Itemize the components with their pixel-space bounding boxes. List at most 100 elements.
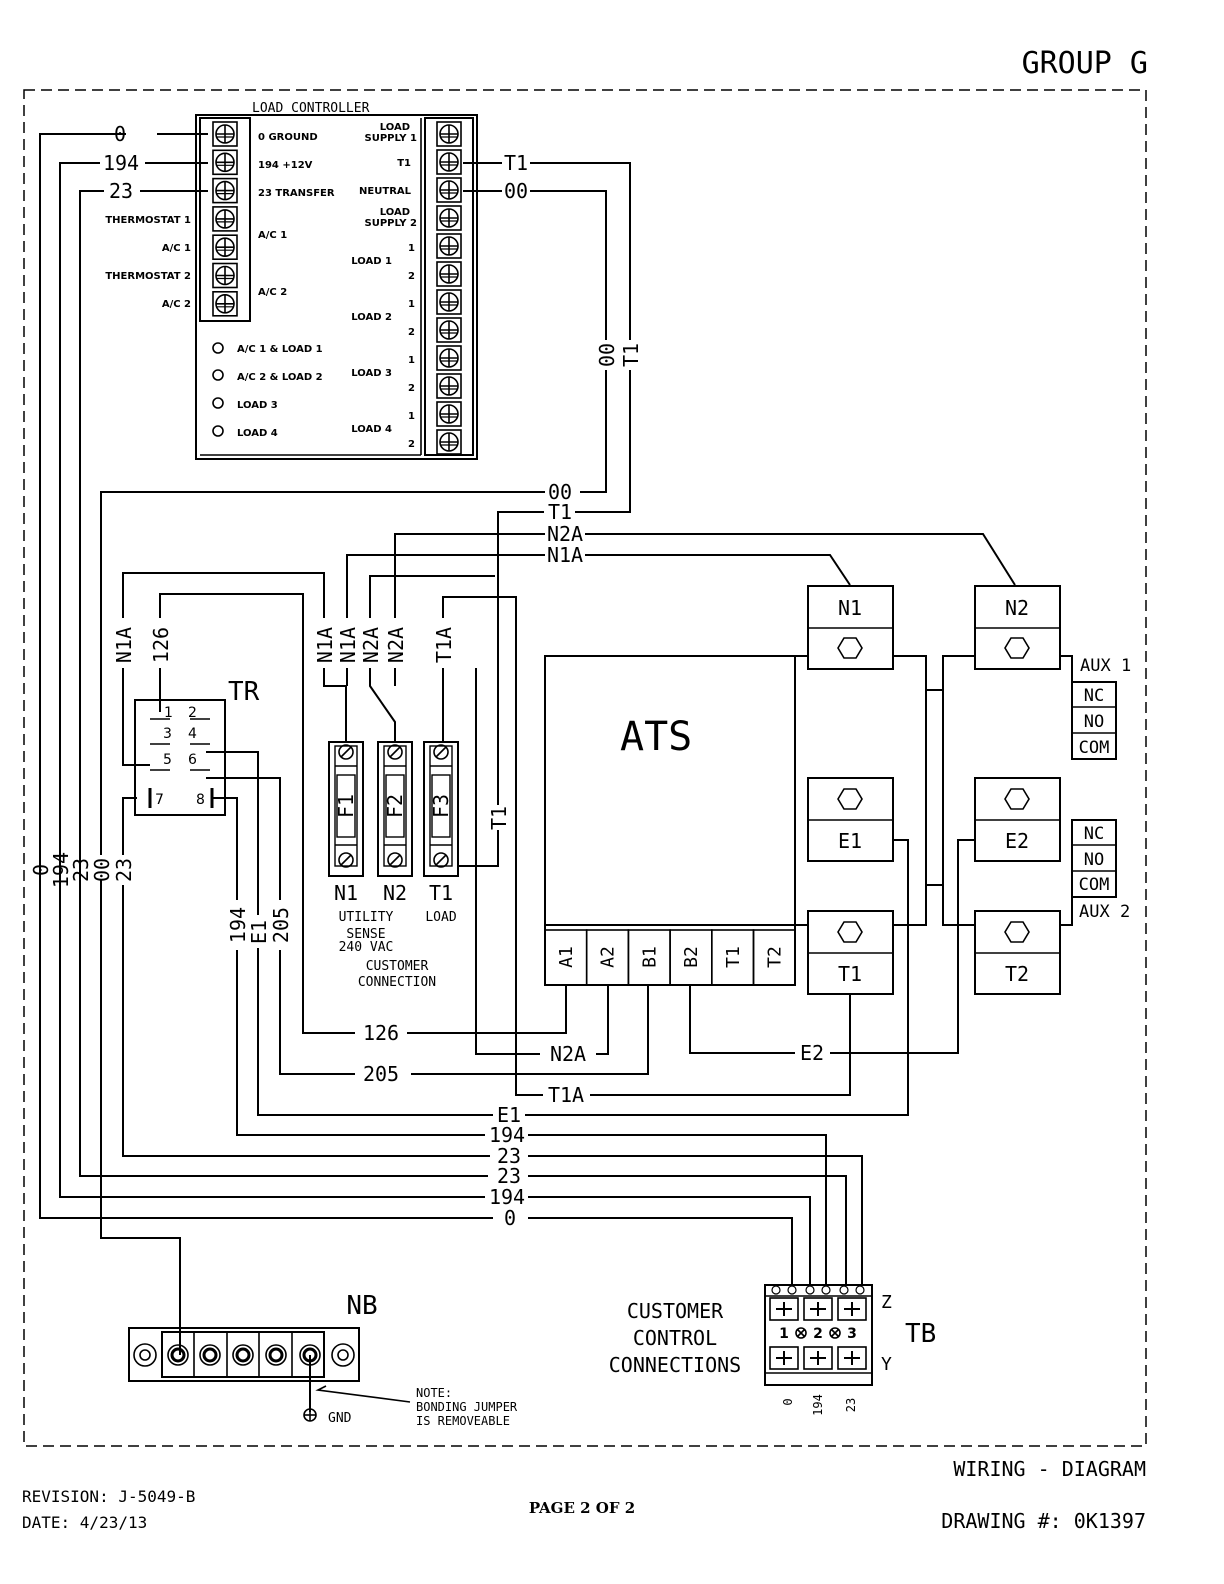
ats-terminal-label: T1 bbox=[723, 946, 744, 968]
page-number: PAGE 2 OF 2 bbox=[529, 1499, 635, 1517]
wire-label-194: 194 bbox=[103, 151, 139, 175]
load-supply2-bottom: SUPPLY 2 bbox=[365, 218, 418, 229]
vwire-0: 0 bbox=[29, 864, 53, 876]
load4-pin2: 2 bbox=[408, 439, 415, 450]
relay-pin-3: 3 bbox=[163, 726, 172, 742]
lc-ac2-label: A/C 2 bbox=[258, 287, 287, 298]
ats-terminal: A2 bbox=[585, 929, 630, 986]
wire-label-n1a: N1A bbox=[547, 543, 583, 567]
vwire-n2a: N2A bbox=[359, 627, 383, 663]
wire-label-t1: T1 bbox=[548, 500, 572, 524]
tb-wire-entry-icon bbox=[787, 1285, 797, 1295]
load-controller: LOAD CONTROLLER 0 GROUND 194 +12V 23 TRA… bbox=[105, 101, 478, 460]
tb-bottom-23: 23 bbox=[844, 1398, 858, 1412]
lc-ground-label: 0 GROUND bbox=[258, 132, 318, 143]
ats-contact-label: T2 bbox=[1005, 962, 1029, 986]
tb-screw-icon bbox=[837, 1346, 867, 1370]
ats-contact-box: T1 bbox=[807, 910, 894, 995]
vwire-23: 23 bbox=[112, 858, 136, 882]
vwire-00: 00 bbox=[90, 858, 114, 882]
lc-12v-label: 194 +12V bbox=[258, 160, 313, 171]
ats-contact-label: N2 bbox=[1005, 596, 1029, 620]
diagram-title: WIRING - DIAGRAM bbox=[953, 1457, 1146, 1481]
gnd-label: GND bbox=[328, 1411, 352, 1426]
screw-terminal-icon bbox=[436, 401, 462, 427]
lc-transfer-label: 23 TRANSFER bbox=[258, 188, 335, 199]
relay-pin-4: 4 bbox=[188, 726, 197, 742]
wire-label-n2a: N2A bbox=[550, 1042, 586, 1066]
led-label-4: LOAD 4 bbox=[237, 428, 278, 439]
screw-terminal-icon bbox=[212, 206, 238, 232]
revision-label: REVISION: J-5049-B bbox=[22, 1487, 195, 1506]
wire-label-e2: E2 bbox=[800, 1041, 824, 1065]
ats-terminal-label: A2 bbox=[598, 946, 619, 968]
wire-label-23: 23 bbox=[497, 1164, 521, 1188]
screw-terminal-icon bbox=[212, 262, 238, 289]
tb-screw-icon bbox=[769, 1297, 799, 1321]
vwire-23: 23 bbox=[69, 858, 93, 882]
hex-nut-icon bbox=[1004, 788, 1030, 810]
fuse-screw-icon bbox=[433, 852, 449, 868]
vwire-n1a: N1A bbox=[313, 627, 337, 663]
wire-label-00: 00 bbox=[548, 480, 572, 504]
wiring bbox=[39, 133, 1073, 1412]
aux2-nc: NC bbox=[1084, 824, 1104, 844]
vwire-t1: T1 bbox=[619, 343, 643, 367]
wire-labels: 0 194 23 T1 00 00 T1 N2A N1A 126 N2A 205… bbox=[103, 122, 824, 1230]
ats-terminal-label: A1 bbox=[556, 946, 577, 968]
vwire-194: 194 bbox=[49, 852, 73, 888]
tb-caption-1: CUSTOMER bbox=[627, 1299, 724, 1323]
tb-wire-entry-icon bbox=[771, 1285, 781, 1295]
vwire-n1a: N1A bbox=[112, 627, 136, 663]
screw-terminal-icon bbox=[436, 289, 462, 315]
load2-pin1: 1 bbox=[408, 299, 415, 310]
screw-terminal-icon bbox=[436, 177, 462, 203]
thermostat1-label: THERMOSTAT 1 bbox=[105, 215, 191, 226]
screw-terminal-icon bbox=[436, 373, 462, 399]
relay-pin-1: 1 bbox=[164, 705, 173, 721]
load2-label: LOAD 2 bbox=[351, 312, 392, 323]
tb-bottom-0: 0 bbox=[781, 1398, 795, 1405]
screw-terminal-icon bbox=[212, 149, 238, 176]
ats-terminal-label: B1 bbox=[639, 946, 660, 968]
relay-pin-6: 6 bbox=[188, 752, 197, 768]
hex-nut-icon bbox=[837, 637, 863, 659]
fuse-term-n1: N1 bbox=[334, 881, 358, 905]
led-label-3: LOAD 3 bbox=[237, 400, 278, 411]
tb-num-2: 2 bbox=[813, 1326, 823, 1342]
ats-terminal: B2 bbox=[669, 929, 713, 986]
screw-terminal-icon bbox=[212, 177, 238, 204]
customer-label: CUSTOMER bbox=[366, 959, 429, 974]
wire-label-23: 23 bbox=[109, 179, 133, 203]
ac2-outer-label: A/C 2 bbox=[162, 299, 191, 310]
screw-terminal-icon bbox=[436, 205, 462, 231]
load3-pin1: 1 bbox=[408, 355, 415, 366]
tb-wire-entry-icon bbox=[839, 1285, 849, 1295]
tb-wire-entry-icon bbox=[855, 1285, 865, 1295]
led-icon bbox=[212, 397, 224, 409]
voltage-label: 240 VAC bbox=[339, 940, 394, 955]
load1-pin2: 2 bbox=[408, 271, 415, 282]
vwire-t1a: T1A bbox=[432, 627, 456, 663]
load4-pin1: 1 bbox=[408, 411, 415, 422]
nb-terminal-icon bbox=[199, 1344, 221, 1366]
load2-pin2: 2 bbox=[408, 327, 415, 338]
screw-terminal-icon bbox=[212, 290, 238, 317]
vwire-00: 00 bbox=[595, 343, 619, 367]
led-label-2: A/C 2 & LOAD 2 bbox=[237, 372, 323, 383]
group-label: GROUP G bbox=[1022, 46, 1148, 81]
aux2-label: AUX 2 bbox=[1079, 902, 1130, 922]
nb-terminal-icon bbox=[265, 1344, 287, 1366]
vwire-205: 205 bbox=[269, 907, 293, 943]
aux2-com: COM bbox=[1079, 875, 1110, 895]
lc-ac1-label: A/C 1 bbox=[258, 230, 287, 241]
tb-caption-2: CONTROL bbox=[633, 1326, 717, 1350]
aux-contacts: AUX 1 NC NO COM NC NO COM AUX 2 bbox=[1071, 656, 1131, 922]
ats-contact-box: N2 bbox=[974, 585, 1061, 670]
vwire-126: 126 bbox=[149, 627, 173, 663]
wire-label-n2a: N2A bbox=[547, 522, 583, 546]
ats-contact-box: E1 bbox=[807, 777, 894, 862]
tb-num-1: 1 bbox=[779, 1326, 789, 1342]
